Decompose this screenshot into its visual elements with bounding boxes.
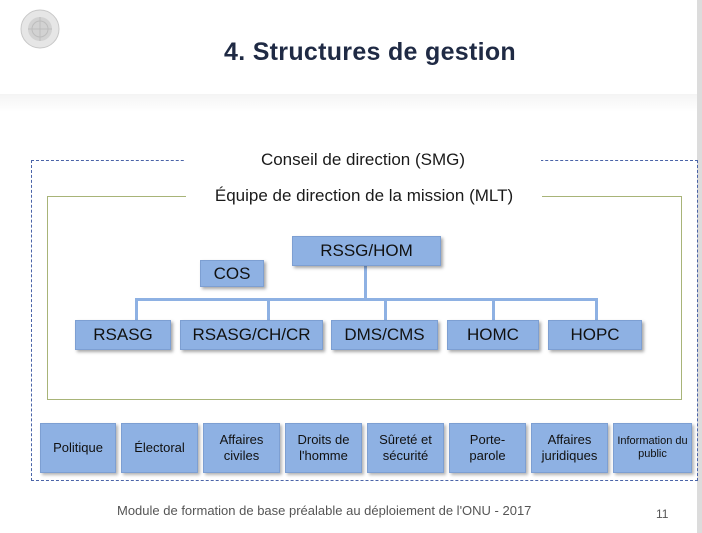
- title-divider: [0, 94, 697, 112]
- node-dms-cms: DMS/CMS: [331, 320, 438, 350]
- node-cos: COS: [200, 260, 264, 287]
- connector-trunk: [364, 265, 367, 299]
- connector-drop-4: [492, 298, 495, 320]
- dept-surete-securite: Sûreté et sécurité: [367, 423, 444, 473]
- connector-drop-5: [595, 298, 598, 320]
- dept-politique: Politique: [40, 423, 116, 473]
- connector-drop-1: [135, 298, 138, 320]
- slide-edge: [697, 0, 702, 533]
- dept-affaires-civiles: Affaires civiles: [203, 423, 280, 473]
- node-rsasg-ch-cr: RSASG/CH/CR: [180, 320, 323, 350]
- node-rsasg: RSASG: [75, 320, 171, 350]
- mlt-group-label: Équipe de direction de la mission (MLT): [186, 184, 542, 208]
- footer-text: Module de formation de base préalable au…: [117, 503, 532, 518]
- dept-droits-homme: Droits de l'homme: [285, 423, 362, 473]
- page-number: 11: [656, 507, 669, 521]
- dept-information-public: Information du public: [613, 423, 692, 473]
- dept-affaires-juridiques: Affaires juridiques: [531, 423, 608, 473]
- node-rssg-hom: RSSG/HOM: [292, 236, 441, 266]
- node-homc: HOMC: [447, 320, 539, 350]
- un-emblem-icon: [20, 9, 60, 49]
- connector-horizontal: [135, 298, 598, 301]
- connector-drop-2: [267, 298, 270, 320]
- dept-electoral: Électoral: [121, 423, 198, 473]
- dept-porte-parole: Porte-parole: [449, 423, 526, 473]
- connector-drop-3: [384, 298, 387, 320]
- page-title: 4. Structures de gestion: [224, 38, 516, 66]
- node-hopc: HOPC: [548, 320, 642, 350]
- smg-group-label: Conseil de direction (SMG): [185, 148, 541, 172]
